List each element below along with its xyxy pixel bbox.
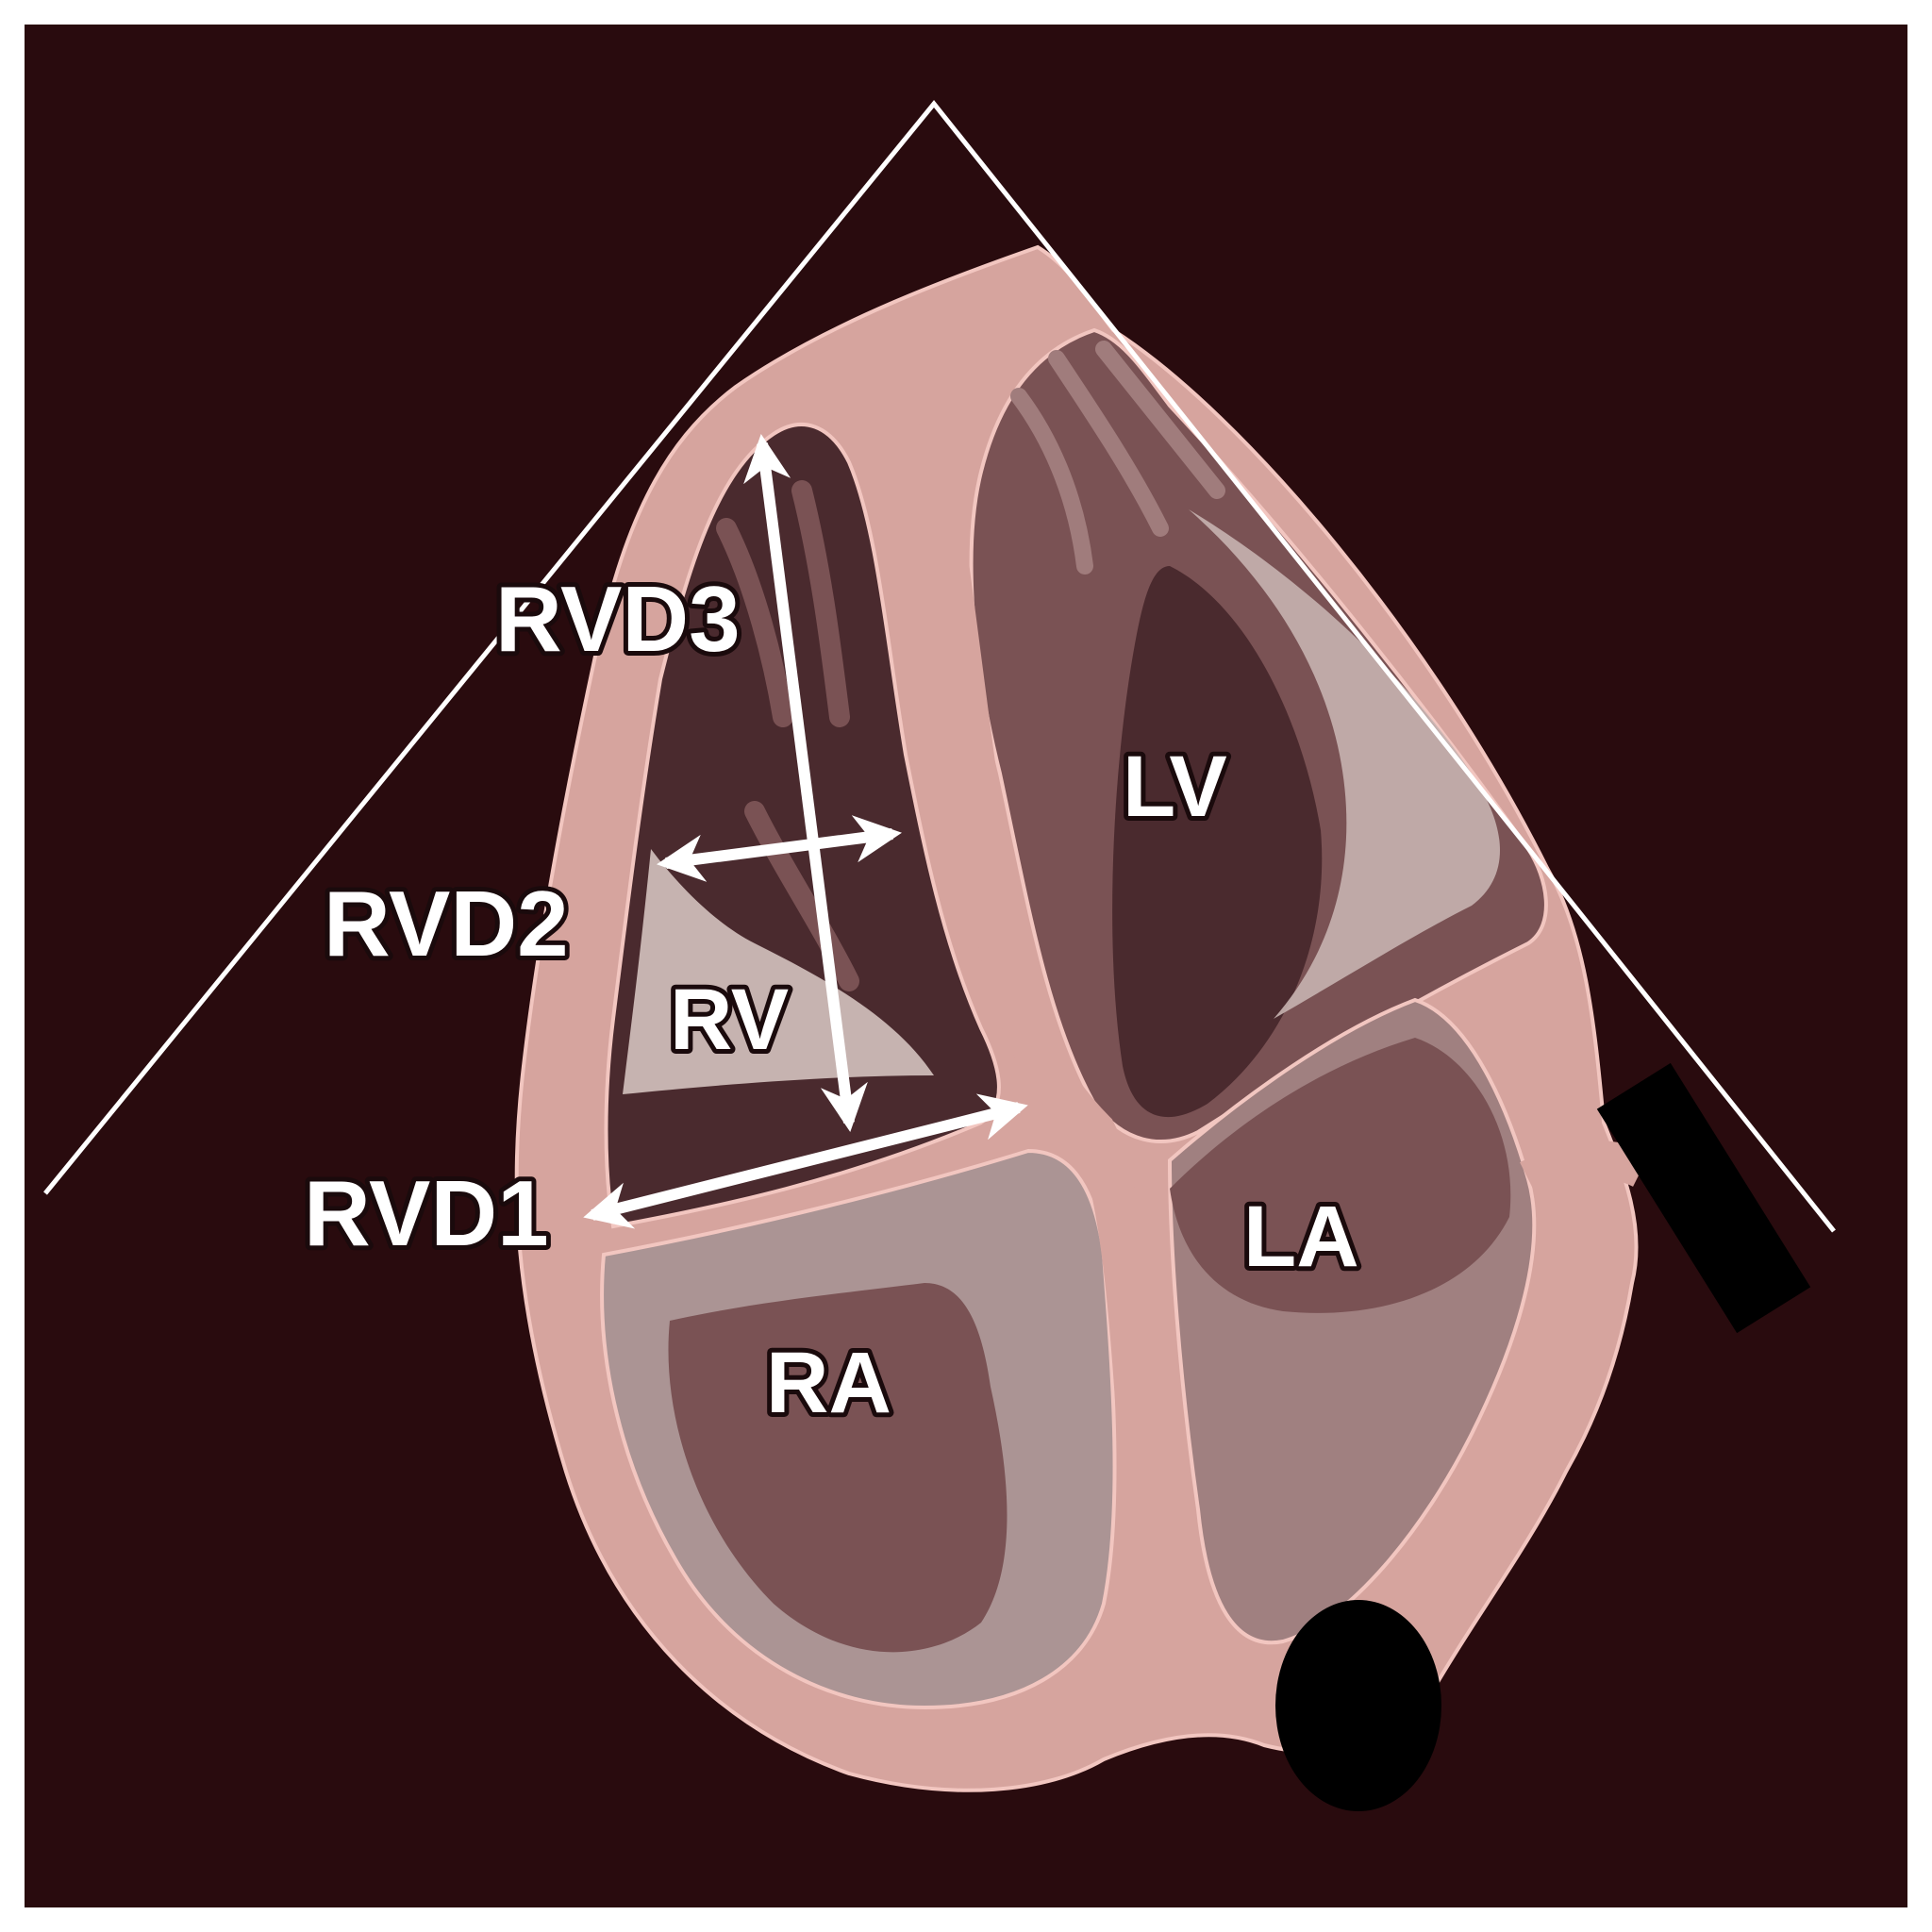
label-rvd3: RVD3 [495, 567, 741, 671]
ra-inner [668, 1283, 1008, 1653]
ultrasound-sector [43, 100, 1836, 1233]
lv-pale-border [1189, 509, 1500, 1019]
lv-trabeculae [1010, 341, 1225, 575]
label-ra: RA [766, 1335, 891, 1431]
rvd2-arrow [657, 815, 902, 882]
label-lv: LV [1123, 739, 1227, 835]
label-rv: RV [670, 972, 789, 1068]
label-rvd2: RVD2 [324, 872, 569, 975]
coronary-sinus-marker [1275, 1600, 1441, 1811]
label-rvd1: RVD1 [304, 1161, 549, 1265]
rvd3-arrow [743, 434, 868, 1132]
pulmonary-vein-marker [1596, 1062, 1811, 1334]
lv-inner-dark [1112, 566, 1323, 1118]
pulmonary-vein [1520, 1141, 1650, 1196]
la-inner [1170, 1038, 1511, 1313]
rvd1-arrow [583, 1093, 1028, 1229]
interventricular-septum [908, 422, 1182, 1710]
label-la: LA [1243, 1189, 1359, 1285]
